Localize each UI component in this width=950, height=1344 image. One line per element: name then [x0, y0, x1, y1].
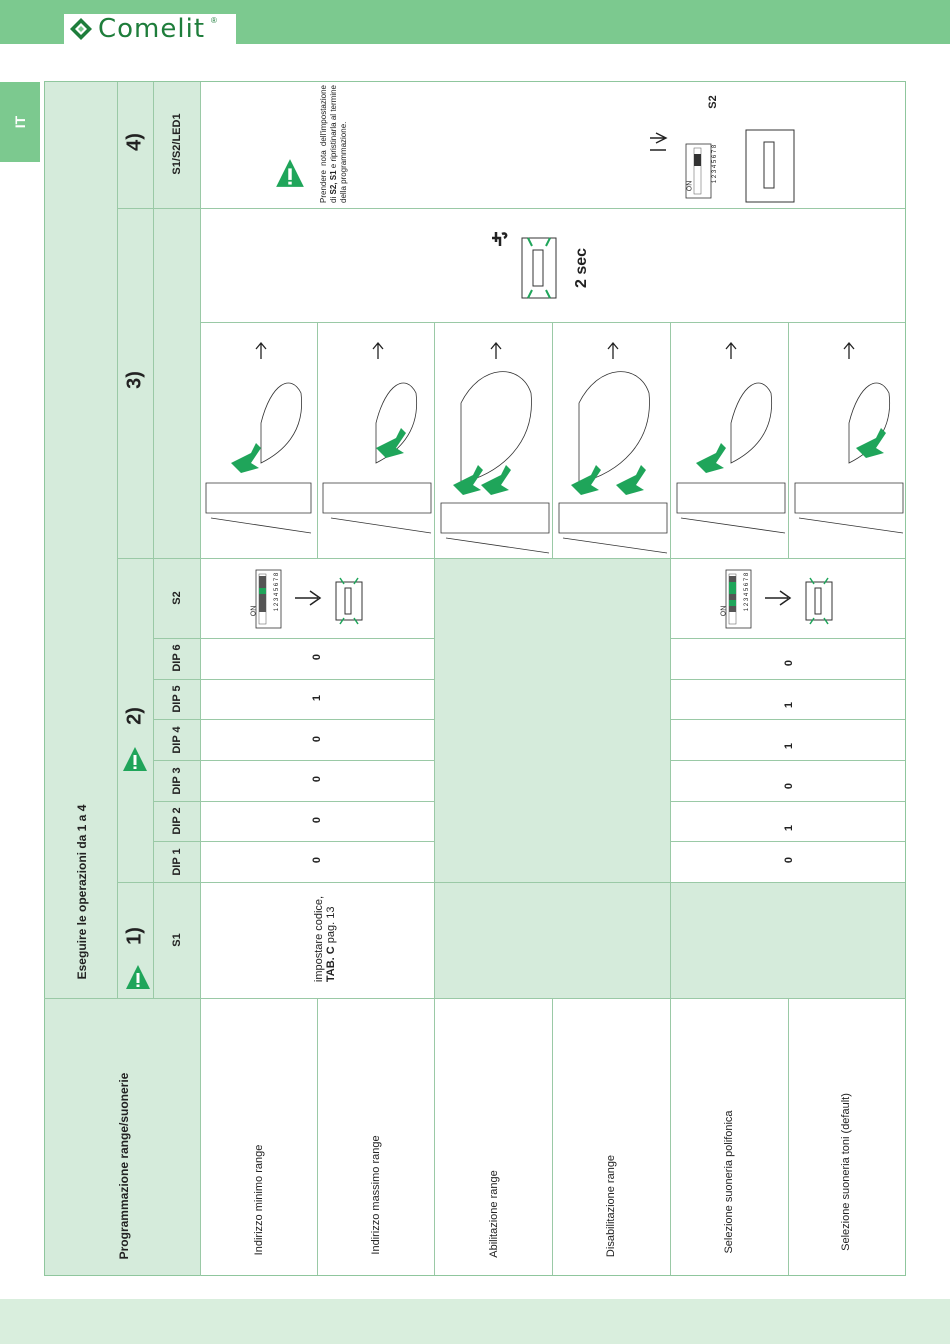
- row-label: Indirizzo massimo range: [370, 1135, 382, 1255]
- dip-switch-icon: [725, 569, 833, 629]
- step-3-label: 3): [123, 371, 146, 389]
- keypad-press-illustration: [205, 341, 904, 554]
- dip-value: 0: [311, 856, 323, 864]
- long-press-button-icon: [492, 232, 557, 299]
- s2-restore-diagram: [650, 129, 795, 203]
- press-duration: 2 sec: [573, 247, 590, 289]
- row-label: Disabilitazione range: [605, 1154, 617, 1258]
- step4-s2-label: S2: [707, 95, 719, 109]
- dip-value: 1: [783, 701, 795, 709]
- warning-icon: [276, 159, 304, 187]
- column-s1: S1: [171, 933, 183, 947]
- dip-value: 0: [783, 659, 795, 667]
- dip-value: 1: [783, 824, 795, 832]
- row-label: Indirizzo minimo range: [253, 1144, 265, 1256]
- dip-value: 0: [311, 653, 323, 661]
- s2-dip-switch-diagram: [250, 568, 370, 638]
- s2-dip-switch-diagram: [720, 568, 840, 638]
- s1-instruction: impostare codice,TAB. C pag. 13: [313, 895, 337, 983]
- column-dip6: DIP 6: [171, 644, 183, 672]
- dip-value: 0: [783, 856, 795, 864]
- column-s2: S2: [171, 591, 183, 605]
- warning-icon: [123, 747, 147, 771]
- dip-value: 0: [311, 735, 323, 743]
- column-dip3: DIP 3: [171, 767, 183, 795]
- step-4-label: 4): [123, 133, 146, 151]
- dip-switch-on-label: ON: [250, 605, 258, 617]
- column-dip2: DIP 2: [171, 807, 183, 835]
- language-tab: IT: [0, 82, 40, 162]
- dip-switch-numbers: 1 2 3 4 5 6 7 8: [744, 572, 750, 612]
- step-1-label: 1): [123, 927, 146, 945]
- footer-bar: [0, 1299, 950, 1344]
- column-dip5: DIP 5: [171, 685, 183, 713]
- dip-switch-icon: [255, 569, 363, 629]
- column-dip4: DIP 4: [171, 726, 183, 754]
- table-title: Programmazione range/suonerie: [117, 1072, 131, 1260]
- instruction-text: Eseguire le operazioni da 1 a 4: [75, 804, 89, 980]
- comelit-mark-icon: [70, 18, 92, 40]
- dip-switch-on-label: ON: [720, 605, 728, 617]
- comelit-logo: Comelit ®: [64, 14, 236, 44]
- row-label: Abilitazione range: [488, 1170, 500, 1258]
- dip-value: 0: [783, 782, 795, 790]
- warning-icon: [126, 965, 150, 989]
- column-dip1: DIP 1: [171, 848, 183, 876]
- row-label: Selezione suoneria toni (default): [840, 1093, 852, 1251]
- language-label: IT: [12, 115, 28, 129]
- brand-name: Comelit: [98, 14, 206, 44]
- dip-value: 1: [783, 742, 795, 750]
- step4-note: Prendere nota dell'impostazione di S2, S…: [319, 85, 348, 203]
- dip-switch-numbers: 1 2 3 4 5 6 7 8: [274, 572, 280, 612]
- step-2-label: 2): [123, 707, 146, 725]
- dip-switch-on-label: ON: [686, 180, 694, 192]
- dip-switch-numbers: 1 2 3 4 5 6 7 8: [712, 144, 718, 184]
- row-label: Selezione suoneria polifonica: [723, 1110, 735, 1254]
- dip-value: 1: [311, 694, 323, 702]
- registered-mark: ®: [211, 16, 217, 25]
- column-s1s2led1: S1/S2/LED1: [171, 113, 183, 175]
- dip-value: 0: [311, 775, 323, 783]
- dip-value: 0: [311, 816, 323, 824]
